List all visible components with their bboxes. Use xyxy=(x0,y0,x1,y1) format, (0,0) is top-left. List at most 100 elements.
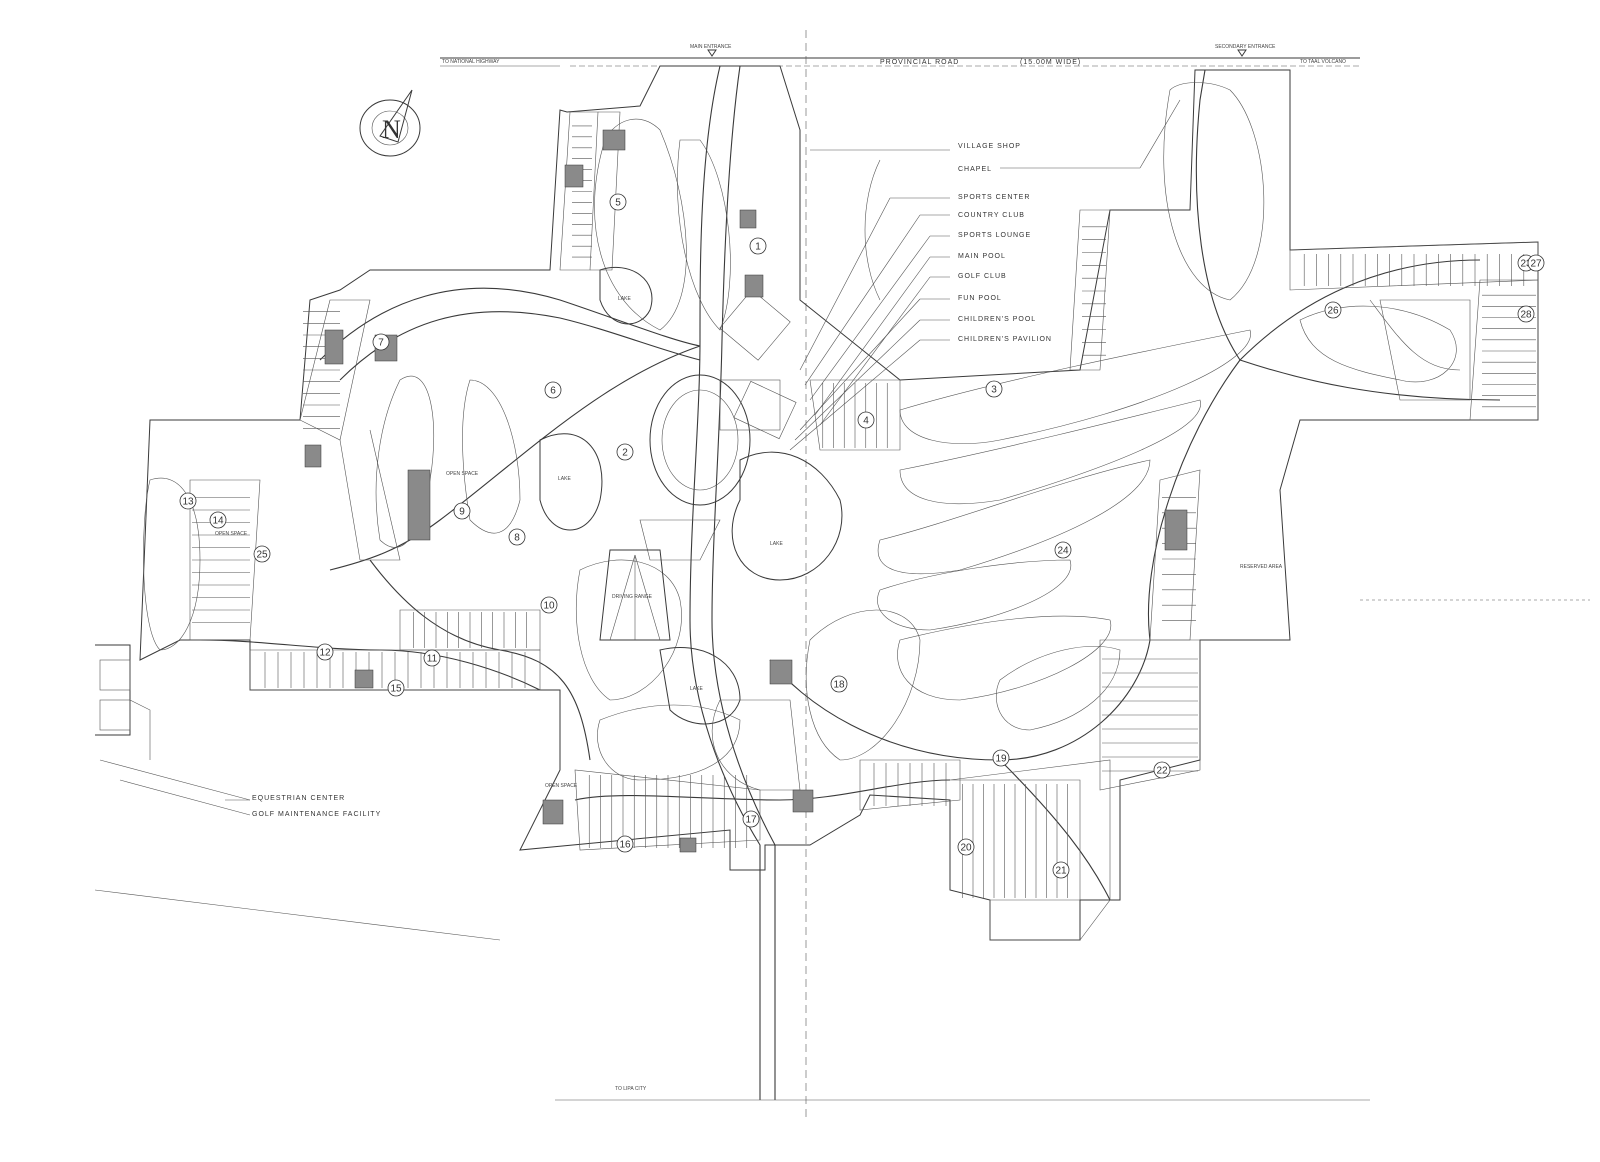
block-number-16: 16 xyxy=(616,835,634,853)
facility-childrens-pavilion: CHILDREN'S PAVILION xyxy=(958,336,1052,343)
block-number-12: 12 xyxy=(316,643,334,661)
block-number-text: 8 xyxy=(514,533,520,544)
block-number-text: 13 xyxy=(182,497,194,508)
open-space-label-3: OPEN SPACE xyxy=(545,783,578,789)
block-number-text: 2 xyxy=(622,448,628,459)
facility-childrens-pool: CHILDREN'S POOL xyxy=(958,316,1036,323)
block-number-3: 3 xyxy=(985,380,1003,398)
provincial-road-label: PROVINCIAL ROAD xyxy=(880,59,959,66)
block-number-text: 11 xyxy=(427,654,438,665)
lake-west-label: LAKE xyxy=(558,476,571,482)
block-number-text: 28 xyxy=(1520,310,1532,321)
block-number-text: 10 xyxy=(543,601,555,612)
block-number-17: 17 xyxy=(742,810,760,828)
block-number-18: 18 xyxy=(830,675,848,693)
block-number-text: 24 xyxy=(1057,546,1069,557)
road-network xyxy=(199,65,1501,1100)
block-number-7: 7 xyxy=(372,333,390,351)
block-number-10: 10 xyxy=(540,596,558,614)
lake-south-label: LAKE xyxy=(690,686,703,692)
block-number-text: 26 xyxy=(1327,306,1339,317)
facility-chapel: CHAPEL xyxy=(958,166,992,173)
block-number-27: 27 xyxy=(1527,254,1545,272)
residential-lots xyxy=(189,111,1539,941)
block-number-13: 13 xyxy=(179,492,197,510)
block-number-19: 19 xyxy=(992,749,1010,767)
facility-sports-lounge: SPORTS LOUNGE xyxy=(958,232,1031,239)
facility-sports-center: SPORTS CENTER xyxy=(958,194,1030,201)
equestrian-center-label: EQUESTRIAN CENTER xyxy=(252,795,345,802)
block-number-text: 6 xyxy=(550,386,556,397)
bottom-road-label: TO LIPA CITY xyxy=(615,1086,647,1092)
lakes: LAKE LAKE LAKE LAKE xyxy=(539,266,843,725)
block-number-text: 3 xyxy=(991,385,997,396)
block-numbers: 1234567891011121314151617181920212223242… xyxy=(179,193,1545,879)
open-space-label-1: OPEN SPACE xyxy=(446,471,479,477)
block-number-text: 21 xyxy=(1055,866,1067,877)
site-boundary xyxy=(139,65,1539,941)
block-number-4: 4 xyxy=(857,411,875,429)
block-number-text: 22 xyxy=(1156,766,1168,777)
shaded-clusters xyxy=(304,129,1188,853)
block-number-5: 5 xyxy=(609,193,627,211)
block-number-text: 7 xyxy=(378,338,384,349)
reserved-area-label: RESERVED AREA xyxy=(1240,564,1283,570)
block-number-text: 14 xyxy=(212,516,224,527)
block-number-26: 26 xyxy=(1324,301,1342,319)
block-number-9: 9 xyxy=(453,502,471,520)
block-number-25: 25 xyxy=(253,545,271,563)
block-number-text: 20 xyxy=(960,843,972,854)
block-number-14: 14 xyxy=(209,511,227,529)
block-number-text: 1 xyxy=(755,242,761,253)
facility-main-pool: MAIN POOL xyxy=(958,253,1006,260)
road-width-label: (15.00M WIDE) xyxy=(1020,59,1081,66)
block-number-text: 12 xyxy=(319,648,331,659)
north-compass-icon: N xyxy=(359,89,421,157)
block-number-6: 6 xyxy=(544,381,562,399)
lot-subdivisions xyxy=(192,125,1536,898)
block-number-1: 1 xyxy=(749,237,767,255)
secondary-entrance-label: SECONDARY ENTRANCE xyxy=(1215,44,1276,50)
block-number-8: 8 xyxy=(508,528,526,546)
block-number-text: 5 xyxy=(615,198,621,209)
block-number-28: 28 xyxy=(1517,305,1535,323)
block-number-20: 20 xyxy=(957,838,975,856)
to-east-label: TO TAAL VOLCANO xyxy=(1300,59,1346,65)
block-number-text: 16 xyxy=(619,840,631,851)
block-number-11: 11 xyxy=(423,649,441,667)
block-number-15: 15 xyxy=(387,679,405,697)
block-number-text: 23 xyxy=(1520,259,1532,270)
block-number-text: 19 xyxy=(995,754,1007,765)
lake-center-label: LAKE xyxy=(770,541,783,547)
lake-north-label: LAKE xyxy=(618,296,631,302)
to-west-label: TO NATIONAL HIGHWAY xyxy=(442,59,500,65)
clubhouse-complex xyxy=(639,289,797,561)
open-space-label-2: OPEN SPACE xyxy=(215,531,248,537)
block-number-24: 24 xyxy=(1054,541,1072,559)
block-number-text: 25 xyxy=(256,550,268,561)
block-number-text: 15 xyxy=(390,684,402,695)
driving-range: DRIVING RANGE xyxy=(599,549,671,641)
block-number-text: 18 xyxy=(833,680,845,691)
facility-village-shop: VILLAGE SHOP xyxy=(958,143,1021,150)
facility-legend: VILLAGE SHOP CHAPEL SPORTS CENTER COUNTR… xyxy=(789,99,1181,451)
secondary-entrance-arrow-icon xyxy=(1237,49,1247,57)
golf-fairways xyxy=(143,82,1461,781)
facility-country-club: COUNTRY CLUB xyxy=(958,212,1025,219)
golf-maintenance-label: GOLF MAINTENANCE FACILITY xyxy=(252,811,381,818)
block-number-text: 27 xyxy=(1530,259,1542,270)
main-entrance-label: MAIN ENTRANCE xyxy=(690,44,732,50)
block-number-text: 9 xyxy=(459,507,465,518)
facility-golf-club: GOLF CLUB xyxy=(958,273,1007,280)
facility-fun-pool: FUN POOL xyxy=(958,295,1002,302)
provincial-road: TO NATIONAL HIGHWAY TO TAAL VOLCANO PROV… xyxy=(440,30,1360,1120)
block-number-text: 4 xyxy=(863,416,869,427)
equestrian-area: EQUESTRIAN CENTER GOLF MAINTENANCE FACIL… xyxy=(95,644,381,818)
block-number-2: 2 xyxy=(616,443,634,461)
block-number-22: 22 xyxy=(1153,761,1171,779)
compass-letter: N xyxy=(382,115,401,144)
block-number-21: 21 xyxy=(1052,861,1070,879)
main-entrance-arrow-icon xyxy=(707,49,717,57)
block-number-text: 17 xyxy=(745,815,757,826)
